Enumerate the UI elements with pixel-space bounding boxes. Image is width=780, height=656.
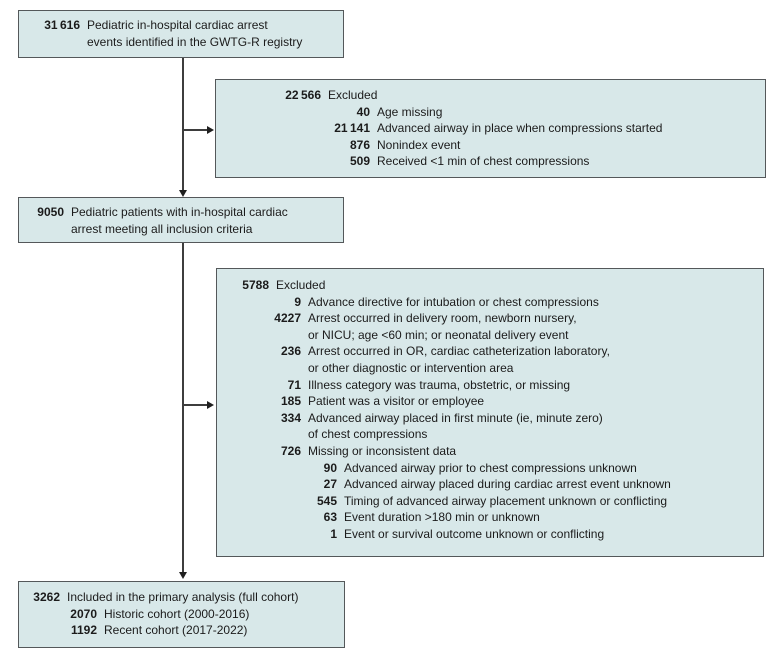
row-label: events identified in the GWTG-R registry: [87, 34, 303, 49]
arrow-down-icon: [178, 572, 187, 579]
count-value: 21 141: [334, 121, 370, 135]
count-value: 4227: [274, 311, 301, 326]
flow-row: 71 Illness category was trauma, obstetric…: [217, 377, 759, 394]
row-label: Excluded: [328, 88, 378, 102]
connector-branch-to-excluded2: [183, 404, 208, 406]
row-label: Advanced airway prior to chest compressi…: [344, 460, 637, 475]
row-label: Missing or inconsistent data: [308, 443, 457, 458]
flow-row: 726 Missing or inconsistent data: [217, 443, 759, 460]
arrow-right-icon: [207, 125, 214, 134]
count-value: 9050: [37, 205, 64, 219]
flow-row: 21 141 Advanced airway in place when comp…: [216, 120, 761, 137]
flow-row: or NICU; age <60 min; or neonatal delive…: [217, 327, 759, 344]
flow-row: of chest compressions: [217, 426, 759, 443]
row-label: Advanced airway placed during cardiac ar…: [344, 477, 671, 492]
count-value: 726: [280, 443, 301, 458]
flow-row: 3262 Included in the primary analysis (fu…: [19, 589, 340, 606]
flow-row: 63 Event duration >180 min or unknown: [217, 509, 759, 526]
flow-row: 2070 Historic cohort (2000-2016): [19, 606, 340, 623]
count-value: 40: [356, 104, 370, 119]
count-value: 5788: [242, 278, 269, 292]
row-label: Patient was a visitor or employee: [308, 394, 485, 409]
row-label: Age missing: [377, 104, 443, 119]
row-label: or other diagnostic or intervention area: [308, 360, 514, 375]
flow-row: 876 Nonindex event: [216, 137, 761, 154]
row-label: Received <1 min of chest compressions: [377, 154, 590, 168]
count-value: 876: [349, 137, 370, 152]
count-value: 545: [316, 493, 337, 508]
count-value: 27: [323, 477, 337, 492]
flow-row: 90 Advanced airway prior to chest compres…: [217, 460, 759, 477]
flow-row: 4227 Arrest occurred in delivery room, ne…: [217, 310, 759, 327]
count-value: 22 566: [285, 88, 321, 102]
row-label: Arrest occurred in delivery room, newbor…: [308, 311, 577, 326]
row-label: Advanced airway placed in first minute (…: [308, 410, 603, 425]
count-value: 63: [323, 510, 337, 525]
flow-row: 27 Advanced airway placed during cardiac …: [217, 476, 759, 493]
count-value: 3262: [33, 590, 60, 604]
row-label: Timing of advanced airway placement unkn…: [344, 493, 668, 508]
flow-row: 185 Patient was a visitor or employee: [217, 393, 759, 410]
row-label: Pediatric patients with in-hospital card…: [71, 205, 288, 219]
row-label: Nonindex event: [377, 137, 461, 152]
row-label: Historic cohort (2000-2016): [104, 606, 250, 621]
row-label: Excluded: [276, 278, 326, 292]
connector-branch-to-excluded1: [183, 129, 208, 131]
row-label: Advance directive for intubation or ches…: [308, 294, 599, 309]
arrow-down-icon: [178, 189, 187, 197]
row-label: Included in the primary analysis (full c…: [67, 590, 299, 604]
box-excluded-second-stage: 5788 Excluded 9 Advance directive for intub…: [216, 268, 764, 557]
flow-row: 9050 Pediatric patients with in-hospital …: [19, 204, 339, 221]
count-value: 90: [323, 460, 337, 475]
count-value: 1: [330, 526, 337, 541]
flow-row: 9 Advance directive for intubation or che…: [217, 294, 759, 311]
count-value: 1192: [70, 623, 97, 638]
flow-row: arrest meeting all inclusion criteria: [19, 221, 339, 238]
count-value: 2070: [70, 606, 97, 621]
connector-registry-to-inclusion: [182, 58, 184, 191]
row-label: of chest compressions: [308, 427, 428, 442]
flow-row: 236 Arrest occurred in OR, cardiac cathet…: [217, 343, 759, 360]
flow-row: 40 Age missing: [216, 104, 761, 121]
connector-inclusion-to-analysis: [182, 243, 184, 573]
arrow-right-icon: [207, 400, 214, 409]
flow-row: 509 Received <1 min of chest compressions: [216, 153, 761, 170]
flow-row: or other diagnostic or intervention area: [217, 360, 759, 377]
row-label: Illness category was trauma, obstetric, …: [308, 377, 571, 392]
count-value: 185: [280, 394, 301, 409]
flow-row: 1 Event or survival outcome unknown or co…: [217, 526, 759, 543]
box-registry-events: 31 616 Pediatric in-hospital cardiac arre…: [18, 10, 344, 58]
flow-row: 22 566 Excluded: [216, 87, 761, 104]
count-value: 236: [280, 344, 301, 359]
row-label: arrest meeting all inclusion criteria: [71, 221, 253, 236]
box-inclusion-criteria-met: 9050 Pediatric patients with in-hospital …: [18, 197, 344, 243]
flow-row: 1192 Recent cohort (2017-2022): [19, 622, 340, 639]
row-label: or NICU; age <60 min; or neonatal delive…: [308, 327, 569, 342]
row-label: Recent cohort (2017-2022): [104, 623, 248, 638]
count-value: 334: [280, 410, 301, 425]
row-label: Pediatric in-hospital cardiac arrest: [87, 18, 268, 32]
row-label: Event duration >180 min or unknown: [344, 510, 540, 525]
count-value: 31 616: [44, 18, 80, 32]
count-value: 9: [294, 294, 301, 309]
box-excluded-first-stage: 22 566 Excluded 40 Age missing 21 141 Advance…: [215, 79, 766, 178]
flow-row: 5788 Excluded: [217, 277, 759, 294]
count-value: 509: [349, 154, 370, 168]
row-label: Arrest occurred in OR, cardiac catheteri…: [308, 344, 610, 359]
box-primary-analysis-cohort: 3262 Included in the primary analysis (fu…: [18, 581, 345, 648]
flow-row: events identified in the GWTG-R registry: [19, 34, 339, 51]
flow-row: 334 Advanced airway placed in first minut…: [217, 410, 759, 427]
row-label: Event or survival outcome unknown or con…: [344, 526, 605, 541]
count-value: 71: [287, 377, 301, 392]
row-label: Advanced airway in place when compressio…: [377, 121, 663, 135]
flow-row: 545 Timing of advanced airway placement u…: [217, 493, 759, 510]
flow-row: 31 616 Pediatric in-hospital cardiac arre…: [19, 17, 339, 34]
